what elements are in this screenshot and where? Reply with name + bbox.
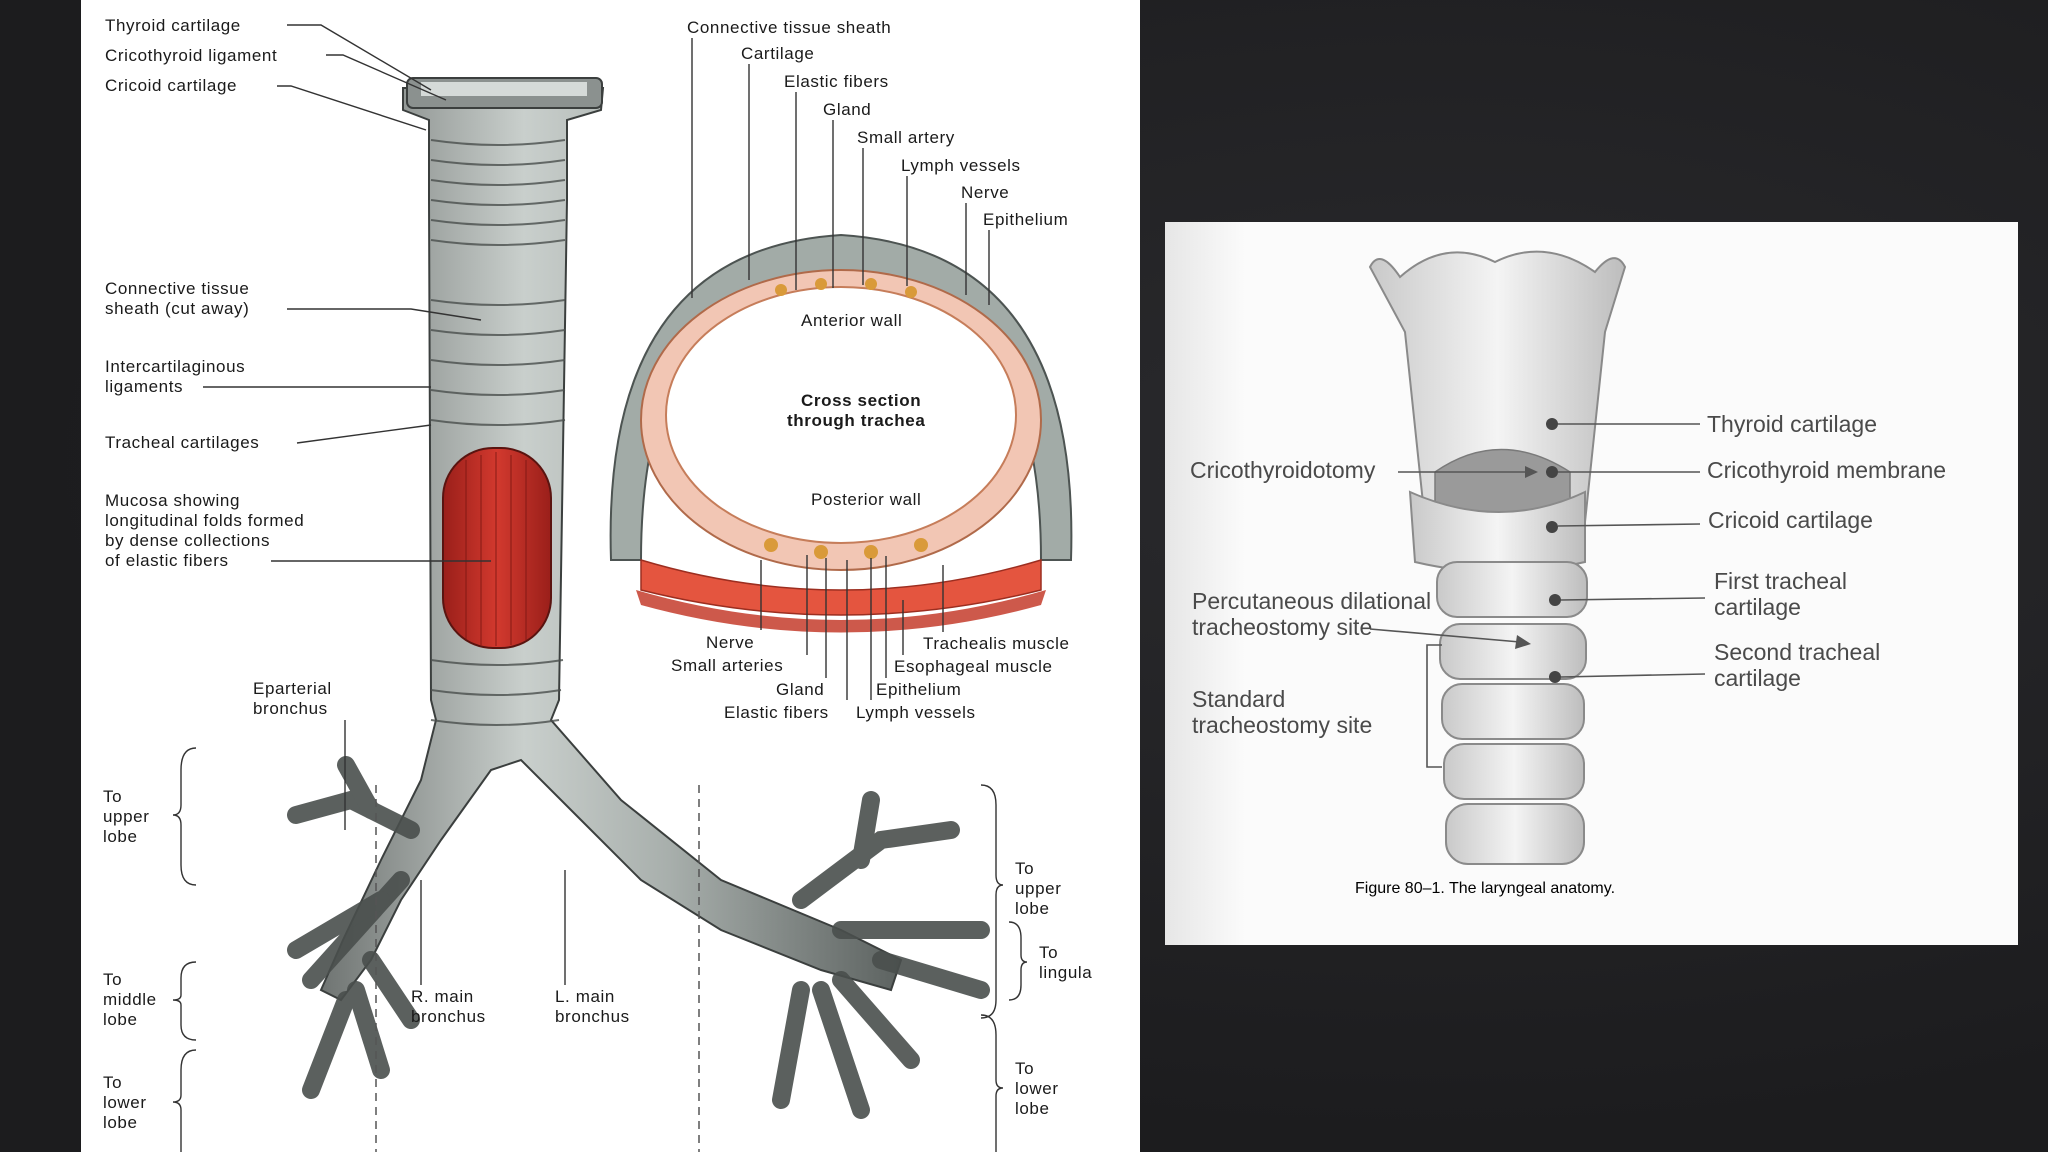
cross-section-labels: Connective tissue sheath Cartilage Elast… xyxy=(671,18,1070,722)
label-r-main-bronchus-line1: R. main xyxy=(411,987,474,1006)
label-to-middle-lobe-line1: To xyxy=(103,970,122,989)
label-trachealis-muscle: Trachealis muscle xyxy=(923,634,1070,653)
label-first-tracheal-line1: First tracheal xyxy=(1714,568,1847,594)
figure-caption-text: The laryngeal anatomy. xyxy=(1445,880,1615,897)
label-mucosa-line3: by dense collections xyxy=(105,531,270,550)
label-nerve-top: Nerve xyxy=(961,183,1009,202)
label-tracheal-cartilages: Tracheal cartilages xyxy=(105,433,259,452)
trachea-drawing xyxy=(287,77,990,1152)
label-mucosa-line1: Mucosa showing xyxy=(105,491,240,510)
figure-caption: Figure 80–1. The laryngeal anatomy. xyxy=(1355,880,1615,897)
label-gland-bottom: Gland xyxy=(776,680,824,699)
label-to-lower-lobe-right-line3: lobe xyxy=(103,1113,138,1132)
label-to-lower-lobe-right-line2: lower xyxy=(103,1093,147,1112)
label-small-arteries: Small arteries xyxy=(671,656,783,675)
label-small-artery: Small artery xyxy=(857,128,955,147)
label-to-upper-lobe-right-line2: upper xyxy=(103,807,149,826)
label-eparterial-line2: bronchus xyxy=(253,699,328,718)
label-cricothyroidotomy: Cricothyroidotomy xyxy=(1190,457,1376,483)
label-gland-top: Gland xyxy=(823,100,871,119)
larynx-diagram: Thyroid cartilage Cricothyroid membrane … xyxy=(1165,222,1946,945)
label-epithelium-top: Epithelium xyxy=(983,210,1068,229)
label-lymph-vessels-top: Lymph vessels xyxy=(901,156,1021,175)
larynx-diagram-panel: Thyroid cartilage Cricothyroid membrane … xyxy=(1165,222,2018,945)
label-to-lingula-line1: To xyxy=(1039,943,1058,962)
label-mucosa-line2: longitudinal folds formed xyxy=(105,511,304,530)
label-to-upper-lobe-right-line1: To xyxy=(103,787,122,806)
label-first-tracheal-line2: cartilage xyxy=(1714,594,1801,620)
label-standard-line1: Standard xyxy=(1192,686,1285,712)
label-lymph-vessels-bottom: Lymph vessels xyxy=(856,703,976,722)
label-mucosa-line4: of elastic fibers xyxy=(105,551,229,570)
label-elastic-fibers-bottom: Elastic fibers xyxy=(724,703,829,722)
label-elastic-fibers-top: Elastic fibers xyxy=(784,72,889,91)
label-intercartilaginous-line2: ligaments xyxy=(105,377,183,396)
label-percutaneous-line1: Percutaneous dilational xyxy=(1192,588,1431,614)
label-l-main-bronchus-line2: bronchus xyxy=(555,1007,630,1026)
label-connective-sheath-cut-line2: sheath (cut away) xyxy=(105,299,249,318)
label-to-upper-lobe-left-line3: lobe xyxy=(1015,899,1050,918)
label-second-tracheal-line1: Second tracheal xyxy=(1714,639,1880,665)
label-esophageal-muscle: Esophageal muscle xyxy=(894,657,1053,676)
cross-section-title-line1: Cross section xyxy=(801,391,921,410)
label-to-upper-lobe-right-line3: lobe xyxy=(103,827,138,846)
label-intercartilaginous-line1: Intercartilaginous xyxy=(105,357,245,376)
label-percutaneous-line2: tracheostomy site xyxy=(1192,614,1372,640)
cross-section-drawing xyxy=(609,233,1073,633)
trachea-diagram-panel: Thyroid cartilage Cricothyroid ligament … xyxy=(81,0,1140,1152)
label-standard-line2: tracheostomy site xyxy=(1192,712,1372,738)
label-to-middle-lobe-line3: lobe xyxy=(103,1010,138,1029)
larynx-labels: Thyroid cartilage Cricothyroid membrane … xyxy=(1190,411,1946,897)
label-posterior-wall: Posterior wall xyxy=(811,490,921,509)
label-cricothyroid-ligament: Cricothyroid ligament xyxy=(105,46,277,65)
label-cricothyroid-membrane: Cricothyroid membrane xyxy=(1707,457,1946,483)
label-connective-tissue-sheath: Connective tissue sheath xyxy=(687,18,891,37)
label-connective-sheath-cut-line1: Connective tissue xyxy=(105,279,249,298)
larynx-drawing xyxy=(1368,250,1627,865)
label-cartilage: Cartilage xyxy=(741,44,814,63)
label-second-tracheal-line2: cartilage xyxy=(1714,665,1801,691)
left-labels: Thyroid cartilage Cricothyroid ligament … xyxy=(103,16,1092,1152)
label-cricoid-cartilage: Cricoid cartilage xyxy=(105,76,237,95)
label-to-lingula-line2: lingula xyxy=(1039,963,1092,982)
cross-section-title-line2: through trachea xyxy=(787,411,925,430)
label-to-lower-lobe-left-line1: To xyxy=(1015,1059,1034,1078)
label-thyroid-cartilage: Thyroid cartilage xyxy=(105,16,241,35)
label-to-lower-lobe-left-line2: lower xyxy=(1015,1079,1059,1098)
label-nerve-bottom: Nerve xyxy=(706,633,754,652)
label-thyroid-cartilage-larynx: Thyroid cartilage xyxy=(1707,411,1877,437)
label-cricoid-cartilage-larynx: Cricoid cartilage xyxy=(1708,507,1873,533)
label-to-lower-lobe-right-line1: To xyxy=(103,1073,122,1092)
label-eparterial-line1: Eparterial xyxy=(253,679,332,698)
label-r-main-bronchus-line2: bronchus xyxy=(411,1007,486,1026)
label-to-lower-lobe-left-line3: lobe xyxy=(1015,1099,1050,1118)
figure-caption-number: Figure 80–1. xyxy=(1355,880,1445,897)
label-to-upper-lobe-left-line2: upper xyxy=(1015,879,1061,898)
label-to-middle-lobe-line2: middle xyxy=(103,990,157,1009)
label-anterior-wall: Anterior wall xyxy=(801,311,902,330)
label-epithelium-bottom: Epithelium xyxy=(876,680,961,699)
label-to-upper-lobe-left-line1: To xyxy=(1015,859,1034,878)
trachea-diagram: Thyroid cartilage Cricothyroid ligament … xyxy=(103,16,1092,1152)
label-l-main-bronchus-line1: L. main xyxy=(555,987,615,1006)
